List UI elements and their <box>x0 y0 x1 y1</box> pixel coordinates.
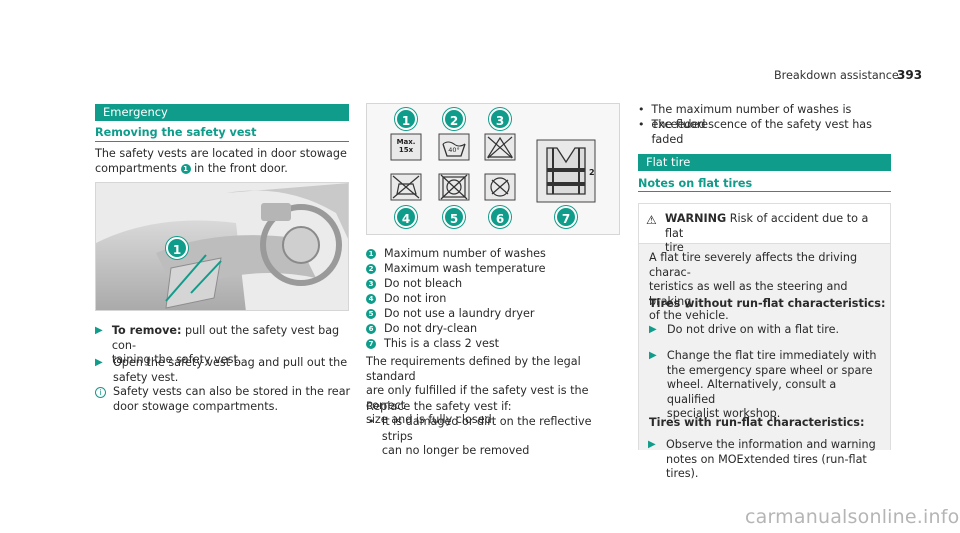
section-bar-emergency: Emergency <box>95 104 349 121</box>
flat-tire-paragraph: A flat tire severely affects the driving… <box>649 251 858 322</box>
care-callout-5: 5 <box>443 206 465 228</box>
step-arrow-icon: ▶ <box>649 350 657 361</box>
replace-heading: Replace the safety vest if: <box>366 400 512 413</box>
requirements-paragraph: The requirements defined by the legal st… <box>366 355 589 426</box>
care-callout-7: 7 <box>555 206 577 228</box>
section-bar-flat-tire: Flat tire <box>638 154 891 171</box>
heading-without-runflat: Tires without run-flat characteristics: <box>649 297 886 310</box>
page-number: 393 <box>897 68 923 82</box>
bullet-dot-icon: • <box>638 118 645 131</box>
replace-bullet-damaged: • It is damaged or dirt on the reflectiv… <box>368 415 592 457</box>
warning-triangle-icon: ⚠ <box>646 213 657 227</box>
running-header: Breakdown assistance <box>774 69 899 82</box>
subheading-rule <box>638 191 891 192</box>
care-label-illustration <box>390 133 596 203</box>
warning-header <box>639 204 890 244</box>
replace-bullet-washes: • The maximum number of washes is exceed… <box>638 103 852 131</box>
step-arrow-icon: ▶ <box>648 439 656 450</box>
vest-class-label: 2 <box>589 168 595 177</box>
watermark: carmanualsonline.info <box>745 506 960 528</box>
warning-box-continued <box>638 448 891 450</box>
step-to-remove: ▶ To remove: pull out the safety vest ba… <box>95 324 340 366</box>
warning-box: ⚠ WARNING Risk of accident due to a flat… <box>638 203 891 449</box>
step-do-not-drive: ▶ Do not drive on with a flat tire. <box>649 323 840 336</box>
intro-paragraph: The safety vests are located in door sto… <box>95 147 347 175</box>
heading-with-runflat: Tires with run-flat characteristics: <box>649 416 865 429</box>
max-washes-symbol-text: Max.15x <box>396 138 416 154</box>
care-symbols-figure: Max.15x 40° 2 1 2 3 4 5 6 7 <box>366 103 620 235</box>
wash-temperature-text: 40° <box>448 146 460 154</box>
figure-callout-1: 1 <box>166 237 188 259</box>
subheading-removing-vest: Removing the safety vest <box>95 126 257 139</box>
bullet-dot-icon: • <box>368 415 375 428</box>
step-arrow-icon: ▶ <box>95 325 103 336</box>
info-icon: i <box>95 385 113 414</box>
door-stowage-figure: 1 <box>95 182 349 311</box>
replace-bullet-fluorescence: • The fluorescence of the safety vest ha… <box>638 118 872 146</box>
warning-message: WARNING Risk of accident due to a flat t… <box>665 212 869 254</box>
step-arrow-icon: ▶ <box>649 324 657 335</box>
door-interior-illustration <box>96 183 348 310</box>
callout-1-inline: 1 <box>180 163 191 174</box>
care-callout-6: 6 <box>489 206 511 228</box>
care-callout-2: 2 <box>443 108 465 130</box>
step-arrow-icon: ▶ <box>95 357 103 368</box>
care-callout-3: 3 <box>489 108 511 130</box>
bullet-dot-icon: • <box>638 103 645 116</box>
subheading-rule <box>95 141 349 142</box>
care-callout-4: 4 <box>395 206 417 228</box>
subheading-notes-flat-tires: Notes on flat tires <box>638 177 753 190</box>
note-rear-stowage: i Safety vests can also be stored in the… <box>95 385 351 414</box>
care-callout-1: 1 <box>395 108 417 130</box>
step-open-bag: ▶ Open the safety vest bag and pull out … <box>95 356 348 384</box>
